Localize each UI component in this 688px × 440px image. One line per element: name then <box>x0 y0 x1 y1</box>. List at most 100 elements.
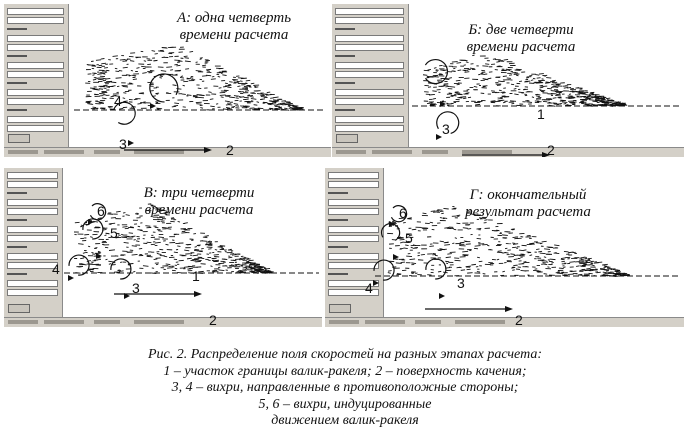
sidebar-field <box>7 246 27 248</box>
sidebar-field <box>7 280 58 287</box>
arrow-head-icon <box>439 293 445 299</box>
caption-line: 5, 6 – вихри, индуцированные <box>258 396 432 412</box>
arrow-head-icon <box>128 140 134 146</box>
region-number-label: 2 <box>547 142 555 157</box>
stage-title: А: одна четверть времени расчета <box>176 10 292 43</box>
vortex-swirl-icon <box>112 101 136 125</box>
taskbar <box>4 317 322 327</box>
region-number-label: 4 <box>114 93 122 109</box>
parameter-sidebar <box>325 168 384 327</box>
taskbar-item <box>372 150 412 154</box>
sidebar-field <box>335 17 404 24</box>
velocity-field-plot: 312 <box>412 54 682 157</box>
region-number-label: 5 <box>405 230 413 246</box>
arrow-head-icon <box>393 254 399 260</box>
region-number-label: 2 <box>515 312 523 327</box>
vortex-swirl-icon <box>425 258 447 280</box>
sidebar-field <box>7 199 58 206</box>
sidebar-field <box>7 71 64 78</box>
sidebar-field <box>335 55 355 57</box>
sidebar-field <box>335 35 404 42</box>
sidebar-field <box>335 71 404 78</box>
parameter-sidebar <box>4 168 63 327</box>
sidebar-field <box>7 28 27 30</box>
arrow-head-icon <box>88 219 94 225</box>
figure-caption: Рис. 2. Распределение поля скоростей на … <box>60 347 630 430</box>
sidebar-field <box>7 125 64 132</box>
region-number-label: 6 <box>399 205 407 221</box>
taskbar-item <box>365 320 405 324</box>
vortex-swirl-icon <box>436 111 460 135</box>
vortex-swirl-icon <box>381 223 401 243</box>
caption-line: 3, 4 – вихри, направленные в противополо… <box>171 380 519 395</box>
sidebar-field <box>7 116 64 123</box>
region-number-label: 4 <box>365 280 373 296</box>
sidebar-field <box>328 246 348 248</box>
sidebar-field <box>328 289 379 296</box>
sidebar-field <box>7 226 58 233</box>
sidebar-field <box>7 62 64 69</box>
sidebar-field <box>7 219 27 221</box>
sidebar-field <box>328 199 379 206</box>
region-number-label: 6 <box>97 203 105 219</box>
sidebar-button <box>8 134 30 143</box>
vortex-swirl-icon <box>373 259 395 281</box>
taskbar-item <box>8 150 38 154</box>
arrow-head-icon <box>436 134 442 140</box>
sidebar-field <box>7 109 27 111</box>
region-number-label: 2 <box>209 312 217 327</box>
sidebar-field <box>335 89 404 96</box>
vortex-swirl-icon <box>89 203 107 221</box>
sidebar-field <box>335 8 404 15</box>
region-number-label: 3 <box>119 136 127 152</box>
sidebar-field <box>335 44 404 51</box>
sidebar-field <box>7 98 64 105</box>
taskbar <box>4 147 331 157</box>
vortex-swirl-icon <box>82 218 104 240</box>
sidebar-field <box>7 181 58 188</box>
taskbar-item <box>44 150 84 154</box>
sidebar-field <box>335 125 404 132</box>
velocity-vectors <box>73 203 274 274</box>
arrow-head-icon <box>150 103 156 109</box>
sidebar-field <box>328 219 348 221</box>
sidebar-field <box>7 253 58 260</box>
arrow-head-icon <box>96 253 102 259</box>
taskbar-item <box>8 320 38 324</box>
region-number-label: 3 <box>132 280 140 296</box>
taskbar <box>332 147 684 157</box>
region-number-label: 4 <box>52 261 60 277</box>
sidebar-button <box>329 304 351 313</box>
sidebar-field <box>7 273 27 275</box>
vortex-swirl-icon <box>422 58 449 85</box>
sidebar-field <box>328 172 379 179</box>
sidebar-field <box>328 235 379 242</box>
parameter-sidebar <box>332 4 409 157</box>
sidebar-field <box>7 82 27 84</box>
taskbar-item <box>336 150 366 154</box>
sidebar-field <box>335 116 404 123</box>
sidebar-field <box>328 208 379 215</box>
taskbar-item <box>329 320 359 324</box>
vortex-swirl-icon <box>68 254 90 276</box>
stage-title: Г: окончательный результат расчета <box>465 187 591 220</box>
taskbar-item <box>44 320 84 324</box>
arrow-head-icon <box>204 147 212 153</box>
sidebar-field <box>328 192 348 194</box>
taskbar-item <box>94 320 120 324</box>
caption-line: движением валик-ракеля <box>271 413 419 428</box>
sidebar-field <box>7 172 58 179</box>
parameter-sidebar <box>4 4 69 157</box>
sidebar-button <box>8 304 30 313</box>
region-number-label: 1 <box>537 106 545 122</box>
sidebar-field <box>335 109 355 111</box>
arrow-head-icon <box>194 291 202 297</box>
stage-title: Б: две четверти времени расчета <box>466 22 576 55</box>
sidebar-field <box>7 289 58 296</box>
caption-line: 1 – участок границы валик-ракеля; 2 – по… <box>163 363 527 379</box>
taskbar-item <box>415 320 441 324</box>
velocity-vectors <box>85 46 304 111</box>
